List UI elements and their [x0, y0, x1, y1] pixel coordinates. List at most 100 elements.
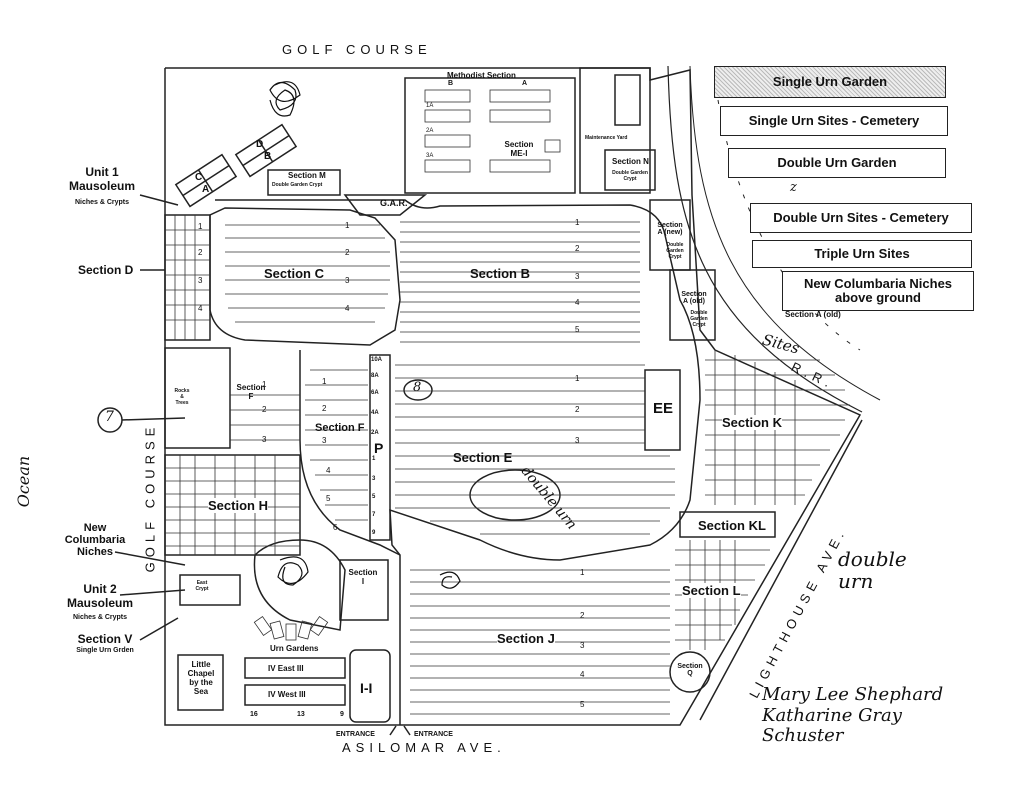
section-i-box	[339, 559, 389, 621]
i-i-box	[349, 649, 391, 723]
section-f-small-area	[164, 347, 231, 449]
row-f-6: 6	[333, 523, 338, 532]
east-crypt-label: East Crypt	[195, 580, 209, 592]
arrow-unit1	[139, 194, 179, 206]
section-f-small-label: Section F	[236, 383, 266, 401]
unit2-sub: Niches & Crypts	[72, 614, 128, 621]
handwritten-z: z	[790, 180, 797, 195]
row-c-3: 3	[345, 276, 350, 285]
row-j-4: 4	[580, 670, 585, 679]
row-c-2: 2	[345, 248, 350, 257]
legend-double-urn-sites: Double Urn Sites - Cemetery	[750, 203, 972, 233]
gar-label: G.A.R.	[380, 198, 408, 208]
p-row-5: 5	[372, 494, 376, 500]
unit1-label: Unit 1 Mausoleum	[68, 165, 135, 193]
ee-label: EE	[653, 400, 674, 417]
methodist-row-1a: 1A	[426, 103, 434, 109]
legend-single-urn-sites: Single Urn Sites - Cemetery	[720, 106, 948, 136]
row-b-2: 2	[575, 244, 580, 253]
ee-box	[644, 369, 681, 451]
mausoleum-letter-d: D	[256, 139, 264, 150]
section-f-main-label: Section F	[315, 422, 365, 434]
p-row-7: 7	[372, 512, 376, 518]
row-e-1: 1	[575, 374, 580, 383]
row-b-5: 5	[575, 325, 580, 334]
p-column	[369, 354, 391, 541]
methodist-plots	[424, 89, 561, 173]
p-row-6a: 6A	[371, 390, 379, 396]
row-j-1: 1	[580, 568, 585, 577]
unit2-label: Unit 2 Mausoleum	[66, 582, 133, 610]
urn-num-16: 16	[250, 711, 258, 718]
urn-garden-petals	[253, 616, 329, 641]
row-f-1: 1	[322, 377, 327, 386]
section-m-box	[267, 169, 341, 196]
section-i-label: Section I	[348, 568, 378, 586]
row-f-2: 2	[322, 404, 327, 413]
legend-triple-urn-sites: Triple Urn Sites	[752, 240, 972, 268]
urn-num-9: 9	[340, 711, 344, 718]
row-f-small-1: 1	[262, 380, 267, 389]
section-e-rows	[395, 364, 675, 535]
methodist-area	[404, 77, 576, 194]
handwritten-eight: 8	[413, 380, 422, 395]
handwritten-double-urn-right: double urn	[838, 547, 907, 593]
row-c-1: 1	[345, 221, 350, 230]
mausoleum-letter-c: C	[195, 172, 203, 183]
section-f-rows	[305, 369, 368, 521]
section-m-sub: Double Garden Crypt	[272, 182, 323, 188]
road-center	[299, 350, 401, 556]
row-f-4: 4	[326, 466, 331, 475]
row-e-3: 3	[575, 436, 580, 445]
section-c-label: Section C	[264, 266, 324, 281]
row-f-3: 3	[322, 436, 327, 445]
callout-eight-circle	[403, 379, 433, 401]
section-a-old-note: Section A (old)	[785, 310, 841, 319]
row-j-2: 2	[580, 611, 585, 620]
entrance-right: ENTRANCE	[414, 731, 453, 738]
p-row-2a: 2A	[371, 430, 379, 436]
handwritten-seven: 7	[105, 409, 114, 425]
maintenance-yard	[579, 67, 651, 194]
tree-scribble-circle	[277, 556, 309, 586]
tree-scribble-top	[269, 81, 301, 117]
urn-garden-east	[244, 657, 346, 679]
tree-scribble-j	[439, 571, 461, 589]
p-row-3: 3	[372, 476, 376, 482]
row-j-5: 5	[580, 700, 585, 709]
lighthouse-ave-line	[699, 419, 863, 721]
row-d-1: 1	[198, 222, 203, 231]
section-e-label: Section E	[453, 450, 513, 465]
section-k-label: Section K	[722, 415, 782, 430]
unit1-mausoleum-shape-2	[234, 123, 298, 178]
section-a-old-sub: Double Garden Crypt	[690, 310, 708, 328]
arrow-new-columbaria	[114, 551, 186, 566]
row-d-3: 3	[198, 276, 203, 285]
methodist-section-label: Methodist Section	[447, 71, 516, 80]
urn-west-label: IV West III	[268, 690, 306, 699]
legend-double-urn-garden: Double Urn Garden	[728, 148, 946, 178]
urn-garden-west	[244, 684, 346, 706]
unit1-mausoleum-shape	[174, 153, 238, 208]
entrance-left: ENTRANCE	[336, 731, 375, 738]
i-i-label: I-I	[360, 680, 373, 696]
row-b-4: 4	[575, 298, 580, 307]
section-v-label: Section V	[77, 632, 133, 646]
section-d-cells	[165, 215, 210, 340]
section-q-circle	[669, 651, 711, 693]
section-q-label: Section Q	[677, 663, 703, 677]
methodist-row-2a: 2A	[426, 128, 434, 134]
section-a-old-box	[669, 269, 716, 341]
section-a-old-label: Section A (old)	[681, 291, 707, 305]
row-f-small-3: 3	[262, 435, 267, 444]
chapel-box	[177, 654, 224, 711]
section-b-label: Section B	[470, 266, 530, 281]
urn-gardens-label: Urn Gardens	[270, 644, 319, 653]
section-d-grid	[164, 214, 211, 341]
section-kl-label: Section KL	[698, 518, 766, 533]
methodist-col-b: B	[448, 80, 454, 87]
rocks-label: Rocks & Trees	[174, 388, 190, 406]
unit1-sub: Niches & Crypts	[74, 199, 130, 206]
section-j-label: Section J	[497, 631, 555, 646]
